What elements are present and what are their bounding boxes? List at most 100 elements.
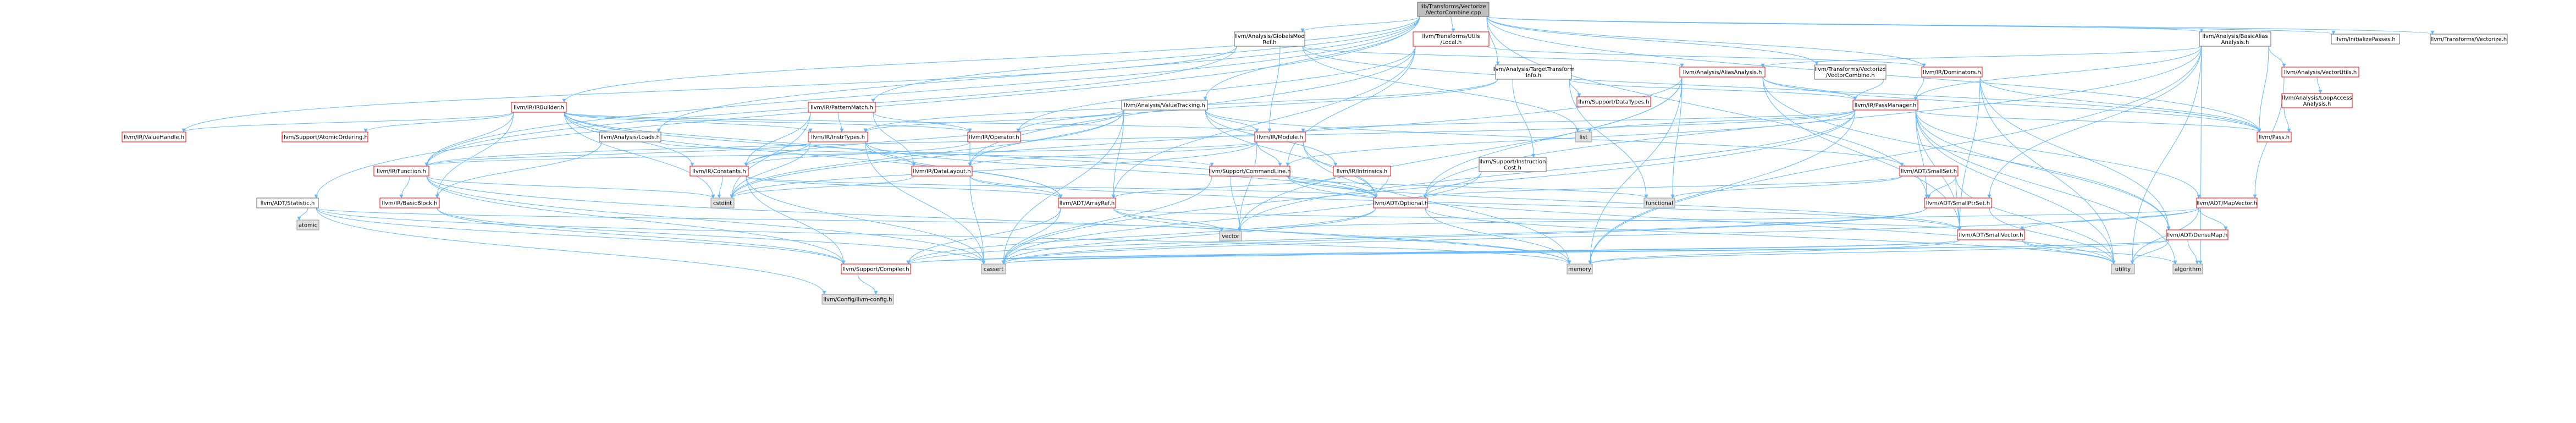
node-box xyxy=(1852,100,1918,111)
node-label: list xyxy=(1580,135,1588,141)
edge-optional-to-cassert xyxy=(1001,207,1376,265)
node-label: llvm/Support/CommandLine.h xyxy=(1209,169,1290,175)
edge-function-to-cassert xyxy=(426,175,986,265)
edge-root-to-irbuilder xyxy=(562,16,1420,103)
node-smallvector[interactable]: llvm/ADT/SmallVector.h xyxy=(1957,229,2025,240)
edge-irbuilder-to-function xyxy=(424,112,514,167)
node-dominators[interactable]: llvm/IR/Dominators.h xyxy=(1921,67,1983,78)
node-datatypes[interactable]: llvm/Support/DataTypes.h xyxy=(1576,96,1651,107)
edge-module-to-memory xyxy=(1303,141,1571,265)
node-aliasanalysis[interactable]: llvm/Analysis/AliasAnalysis.h xyxy=(1679,67,1766,78)
edge-patternmatch-to-datalayout xyxy=(873,112,916,167)
node-label: Ref.h xyxy=(1263,40,1277,46)
node-label: llvm/Analysis/TargetTransform xyxy=(1492,67,1575,73)
node-basicblock[interactable]: llvm/IR/BasicBlock.h xyxy=(379,197,440,208)
node-arrayref[interactable]: llvm/ADT/ArrayRef.h xyxy=(1058,197,1116,208)
edge-valuetracking-to-constants xyxy=(744,109,1124,167)
edge-vcombine-to-passmanager xyxy=(1853,79,1884,101)
node-atomicordering[interactable]: llvm/Support/AtomicOrdering.h xyxy=(282,131,368,142)
node-smallset[interactable]: llvm/ADT/SmallSet.h xyxy=(1899,166,1959,177)
edge-module-to-function xyxy=(424,141,1257,167)
node-root[interactable]: lib/Transforms/Vectorize/VectorCombine.c… xyxy=(1417,2,1490,17)
node-passmanager[interactable]: llvm/IR/PassManager.h xyxy=(1852,100,1918,111)
node-pass[interactable]: llvm/Pass.h xyxy=(2257,131,2292,142)
node-box xyxy=(2172,263,2203,274)
edge-arrayref-to-compiler xyxy=(906,207,1061,265)
node-insttypes[interactable]: llvm/IR/InstrTypes.h xyxy=(808,131,868,142)
edge-aliasanalysis-to-pass xyxy=(1762,76,2261,133)
node-vcombine[interactable]: llvm/Transforms/Vectorize/VectorCombine.… xyxy=(1814,64,1887,80)
node-commandline[interactable]: llvm/Support/CommandLine.h xyxy=(1209,166,1291,177)
node-layer: lib/Transforms/Vectorize/VectorCombine.c… xyxy=(122,2,2508,305)
node-valuehandle[interactable]: llvm/IR/ValueHandle.h xyxy=(122,131,186,142)
edge-aliasanalysis-to-densemap xyxy=(1762,76,2171,230)
node-optional[interactable]: llvm/ADT/Optional.h xyxy=(1373,197,1428,208)
node-label: Analysis.h xyxy=(2221,40,2249,46)
node-constants[interactable]: llvm/IR/Constants.h xyxy=(689,166,749,177)
edge-smallvector-to-memory xyxy=(1588,239,1960,265)
edge-passmanager-to-cassert xyxy=(1001,109,1856,265)
node-module[interactable]: llvm/IR/Module.h xyxy=(1254,131,1306,142)
node-irbuilder[interactable]: llvm/IR/IRBuilder.h xyxy=(511,102,567,113)
node-vectorize[interactable]: llvm/Transforms/Vectorize.h xyxy=(2430,34,2508,45)
edge-root-to-initpasses xyxy=(1486,16,2335,35)
node-box xyxy=(689,166,749,177)
edge-root-to-loads xyxy=(657,16,1420,133)
edge-passmanager-to-utility xyxy=(1915,109,2116,265)
node-label: llvm/Pass.h xyxy=(2259,135,2290,141)
node-label: Info.h xyxy=(1526,73,1541,79)
node-label: llvm/Analysis/LoopAccess xyxy=(2282,95,2352,101)
edge-localutils-to-arrayref xyxy=(1111,46,1416,199)
node-box xyxy=(1814,64,1887,80)
node-loads[interactable]: llvm/Analysis/Loads.h xyxy=(599,131,661,142)
edge-densemap-to-utility xyxy=(2130,239,2169,265)
node-label: llvm/IR/Operator.h xyxy=(969,135,1019,141)
edge-module-to-cstdint xyxy=(730,141,1257,199)
edge-function-to-compiler xyxy=(426,175,846,265)
edge-densemap-to-cassert xyxy=(1002,239,2169,265)
edge-irbuilder-to-cstdint xyxy=(564,112,715,199)
edge-function-to-memory xyxy=(426,175,1571,265)
node-valuetracking[interactable]: llvm/Analysis/ValueTracking.h xyxy=(1121,100,1208,111)
edge-arrayref-to-cassert xyxy=(1001,207,1061,265)
edge-passmanager-to-memory xyxy=(1588,109,1856,265)
node-box xyxy=(373,166,429,177)
node-label: algorithm xyxy=(2175,267,2201,273)
node-box xyxy=(1575,131,1592,142)
node-box xyxy=(1417,2,1490,17)
edge-basicaa-to-aliasanalysis xyxy=(1761,46,2202,68)
node-initpasses[interactable]: llvm/InitializePasses.h xyxy=(2331,34,2400,45)
node-vectorutils[interactable]: llvm/Analysis/VectorUtils.h xyxy=(2281,67,2359,78)
node-intrinsics[interactable]: llvm/IR/Intrinsics.h xyxy=(1333,166,1391,177)
edge-module-to-datalayout xyxy=(968,141,1257,167)
node-compiler[interactable]: llvm/Support/Compiler.h xyxy=(841,263,911,274)
node-statistic[interactable]: llvm/ADT/Statistic.h xyxy=(256,197,319,208)
edge-constants-to-cassert xyxy=(746,175,986,265)
edge-passmanager-to-module xyxy=(1301,109,1856,133)
edge-irbuilder-to-module xyxy=(564,112,1259,133)
edge-constants-to-arrayref xyxy=(746,175,1063,199)
node-box xyxy=(1566,263,1593,274)
edge-patternmatch-to-insttypes xyxy=(837,112,844,133)
node-localutils[interactable]: llvm/Transforms/Utils/Local.h xyxy=(1413,31,1490,47)
node-function[interactable]: llvm/IR/Function.h xyxy=(373,166,429,177)
node-box xyxy=(2281,67,2359,78)
edge-optional-to-memory xyxy=(1425,207,1571,265)
node-smallptrset[interactable]: llvm/ADT/SmallPtrSet.h xyxy=(1924,197,1992,208)
node-patternmatch[interactable]: llvm/IR/PatternMatch.h xyxy=(808,102,876,113)
node-mapvector[interactable]: llvm/ADT/MapVector.h xyxy=(2196,197,2258,208)
edge-instrcost-to-optional xyxy=(1423,171,1482,199)
edge-root-to-dominators xyxy=(1486,16,1926,68)
node-box xyxy=(1333,166,1391,177)
node-datalayout[interactable]: llvm/IR/DataLayout.h xyxy=(911,166,973,177)
node-densemap[interactable]: llvm/ADT/DenseMap.h xyxy=(2166,229,2229,240)
node-box xyxy=(1373,197,1428,208)
node-operator[interactable]: llvm/IR/Operator.h xyxy=(967,131,1021,142)
edge-statistic-to-config xyxy=(316,207,826,295)
node-box xyxy=(1121,100,1208,111)
